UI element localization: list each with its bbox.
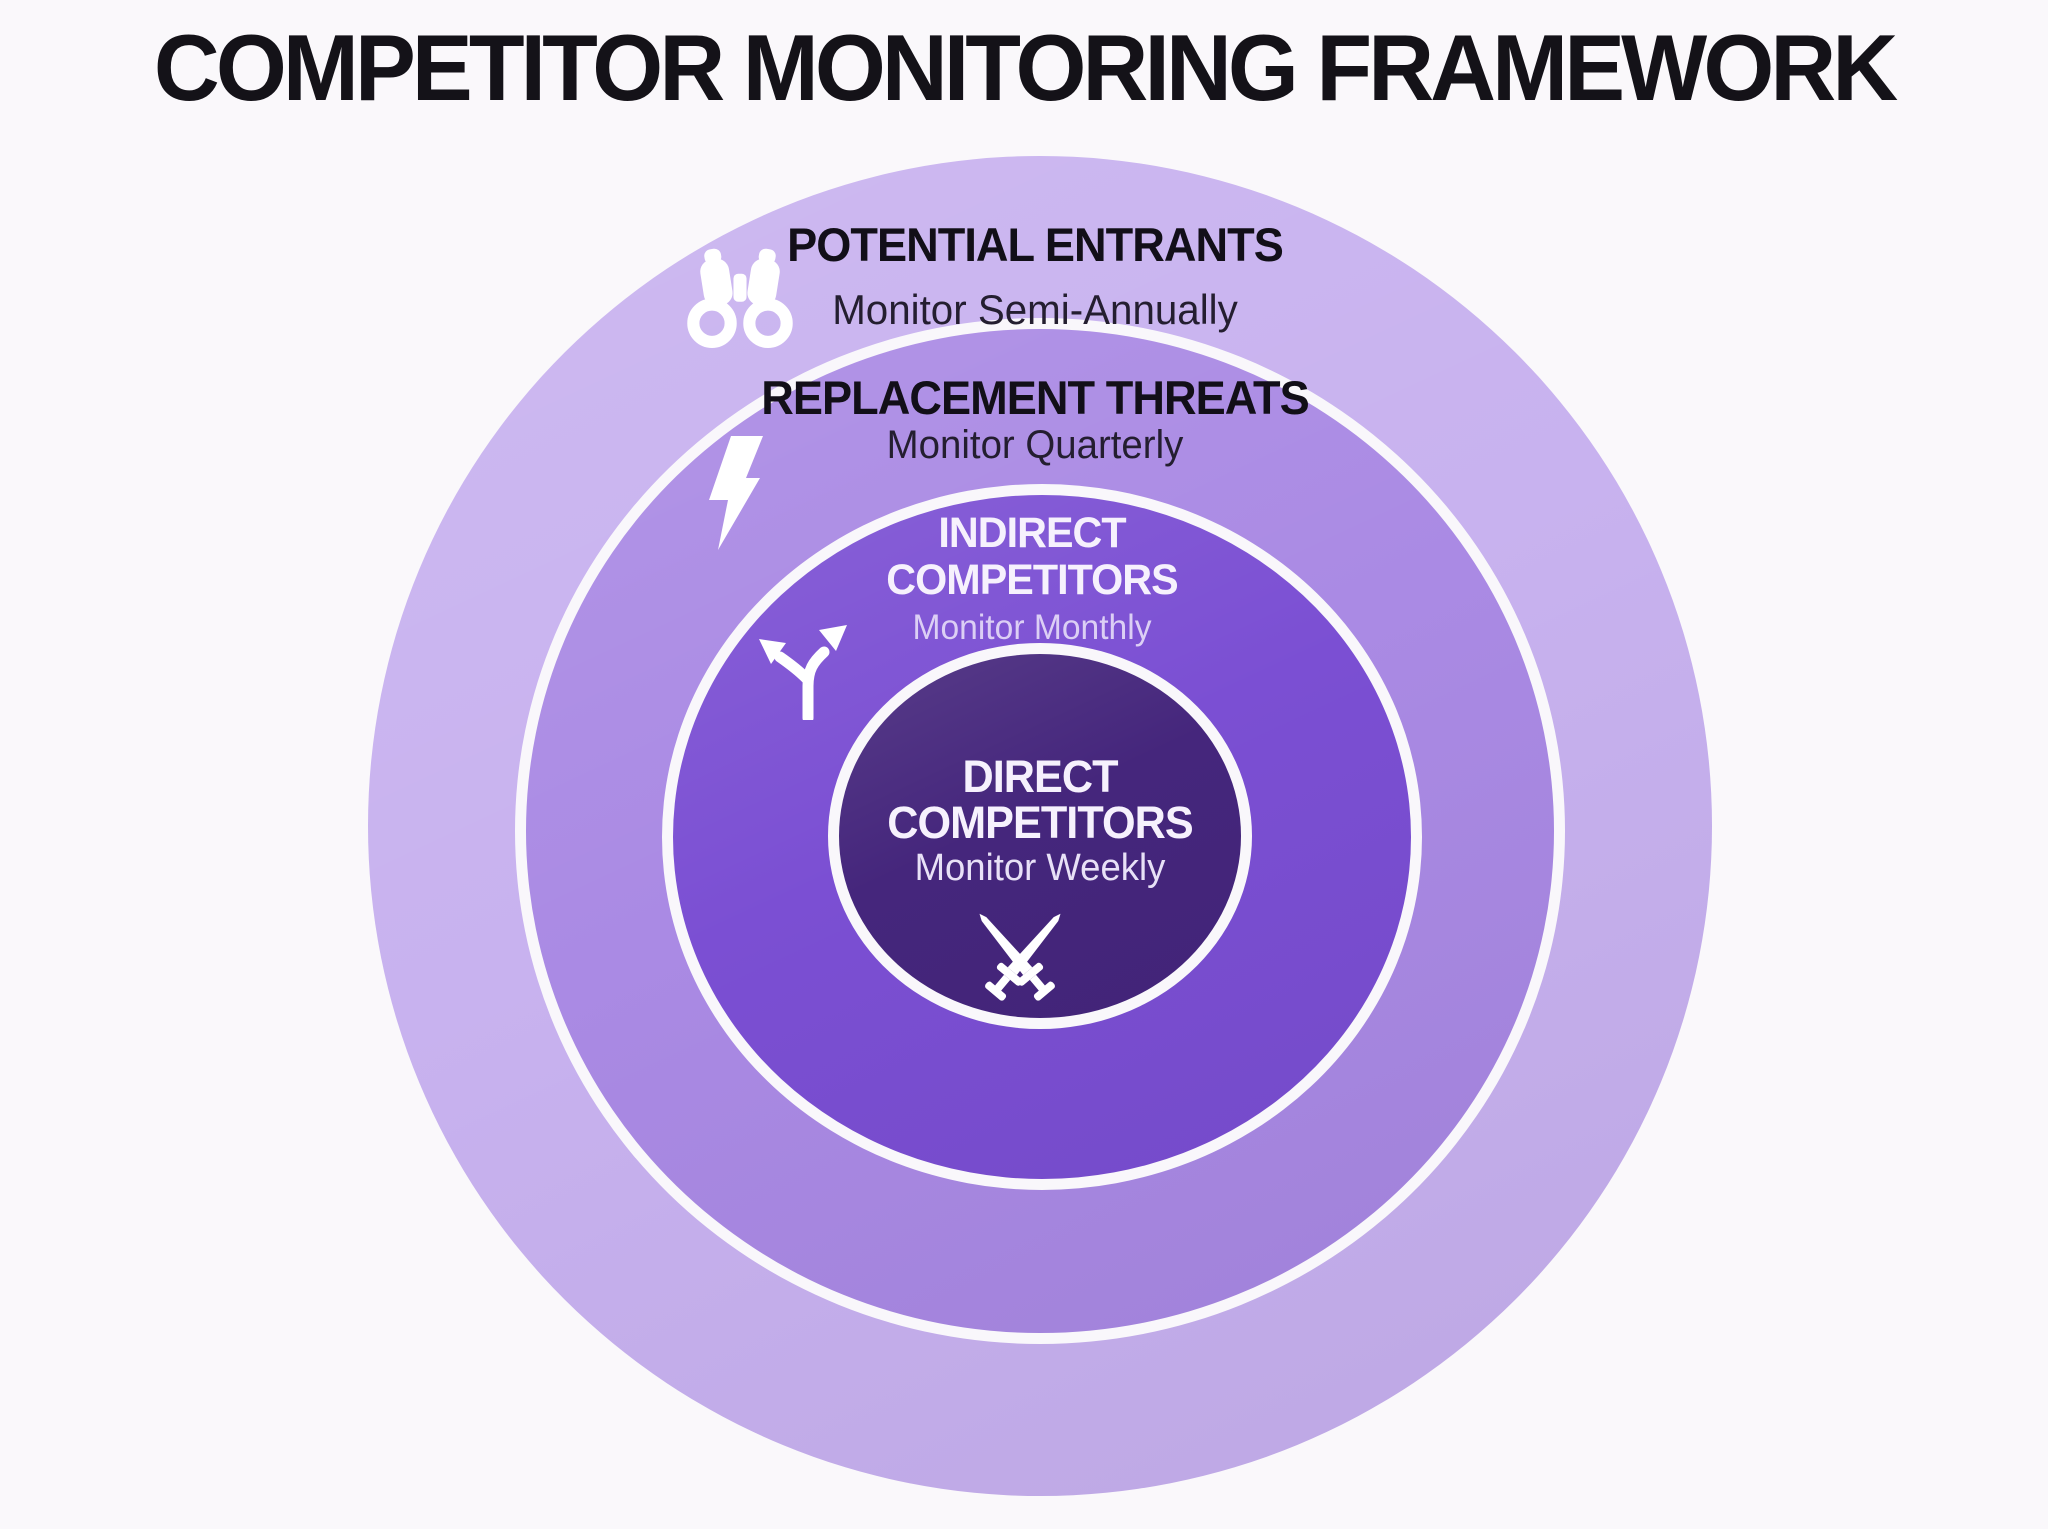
page-title-text: COMPETITOR MONITORING FRAMEWORK <box>153 15 1898 120</box>
indirect-competitors-label: INDIRECT COMPETITORS <box>886 509 1178 604</box>
label-group-replacement-threats: REPLACEMENT THREATS Monitor Quarterly <box>761 371 1309 468</box>
indirect-competitors-sublabel: Monitor Monthly <box>912 608 1152 647</box>
crossed-swords-icon <box>950 906 1090 1020</box>
page-title: COMPETITOR MONITORING FRAMEWORK <box>0 14 2048 122</box>
label-group-direct-competitors: DIRECT COMPETITORS Monitor Weekly <box>824 751 1256 890</box>
label-group-indirect-competitors: INDIRECT COMPETITORS Monitor Monthly <box>806 510 1257 647</box>
direct-competitors-sublabel: Monitor Weekly <box>914 847 1166 889</box>
replacement-threats-label: REPLACEMENT THREATS <box>761 371 1309 424</box>
label-group-potential-entrants: POTENTIAL ENTRANTS Monitor Semi-Annually <box>787 218 1284 333</box>
potential-entrants-sublabel: Monitor Semi-Annually <box>832 286 1238 333</box>
branch-arrows-icon <box>750 620 870 720</box>
binoculars-icon <box>684 244 796 354</box>
replacement-threats-sublabel: Monitor Quarterly <box>886 423 1184 467</box>
lightning-icon <box>706 436 764 550</box>
circle-direct-competitors <box>828 643 1252 1029</box>
direct-competitors-label: DIRECT COMPETITORS <box>887 751 1193 848</box>
potential-entrants-label: POTENTIAL ENTRANTS <box>787 218 1284 271</box>
